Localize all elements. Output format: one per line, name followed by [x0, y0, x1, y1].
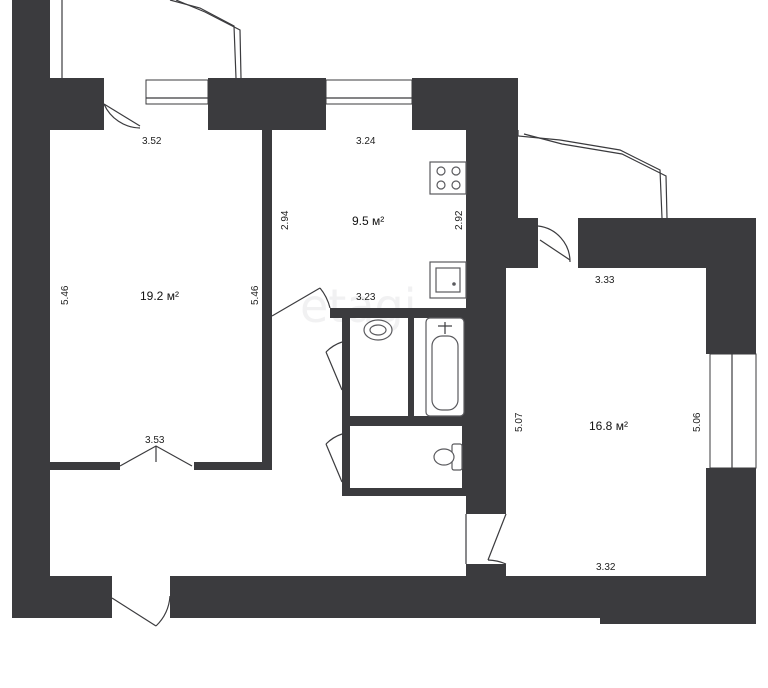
dim-living-left-left: 5.46: [60, 285, 71, 305]
kitchen-sink: [429, 261, 467, 299]
dim-living-right-left: 5.07: [514, 412, 525, 432]
window-kitchen: [325, 79, 413, 105]
door-balcony-top: [103, 103, 141, 129]
dim-kitchen-left: 2.94: [280, 210, 291, 230]
area-living-left: 19.2 м²: [140, 289, 179, 303]
dim-kitchen-right: 2.92: [454, 210, 465, 230]
window-right-room: [709, 353, 757, 469]
door-wc: [325, 433, 343, 483]
door-right-balcony: [537, 225, 571, 263]
toilet: [433, 443, 463, 471]
dim-living-left-top: 3.52: [142, 136, 162, 147]
door-right-room: [465, 513, 507, 565]
door-kitchen: [271, 287, 331, 317]
outer-walls: [12, 0, 756, 624]
door-left-room: [119, 445, 193, 467]
dim-living-right-bottom: 3.32: [596, 562, 616, 573]
dim-living-left-bottom: 3.53: [145, 435, 165, 446]
door-entrance: [111, 595, 171, 627]
dim-living-right-top: 3.33: [595, 275, 615, 286]
door-bath: [325, 341, 343, 391]
area-kitchen: 9.5 м²: [352, 214, 384, 228]
watermark: etagi: [300, 279, 417, 333]
dim-living-left-right: 5.46: [250, 285, 261, 305]
window-left-room: [145, 79, 209, 105]
bathtub: [425, 317, 465, 417]
stove: [429, 161, 467, 195]
dim-kitchen-bottom: 3.23: [356, 292, 376, 303]
dim-kitchen-top: 3.24: [356, 136, 376, 147]
interior-walls: [50, 130, 468, 496]
balcony-top: [61, 0, 242, 79]
washbasin: [363, 319, 393, 341]
dim-living-right-right: 5.06: [692, 412, 703, 432]
balcony-right: [517, 130, 668, 219]
area-living-right: 16.8 м²: [589, 419, 628, 433]
